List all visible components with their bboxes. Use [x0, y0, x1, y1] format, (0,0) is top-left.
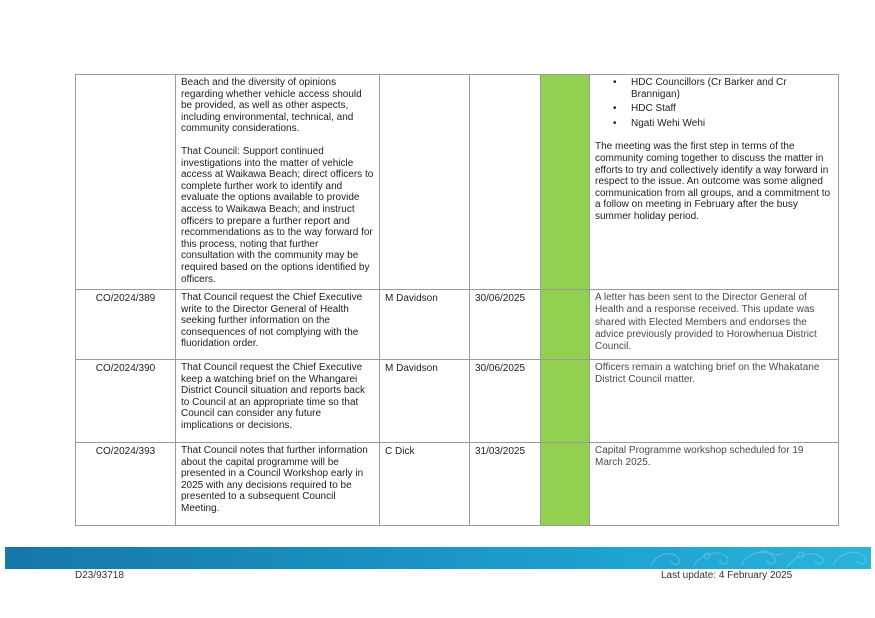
officer-cell: M Davidson — [379, 289, 470, 361]
resolution-text: That Council request the Chief Executive… — [181, 292, 363, 350]
update-cell: Officers remain a watching brief on the … — [589, 359, 839, 444]
footer-band — [5, 547, 871, 569]
document-reference: D23/93718 — [75, 570, 124, 581]
last-update-text: Last update: 4 February 2025 — [661, 570, 793, 581]
table-row: CO/2024/389 That Council request the Chi… — [75, 289, 839, 361]
resolution-cell: That Council request the Chief Executive… — [175, 289, 380, 361]
update-text: Capital Programme workshop scheduled for… — [595, 445, 804, 469]
list-item: • Ngati Wehi Wehi — [595, 118, 833, 130]
koru-pattern-icon — [650, 550, 867, 568]
bullet-icon: • — [613, 103, 617, 115]
action-id-cell: CO/2024/390 — [75, 359, 176, 444]
officer-cell: M Davidson — [379, 359, 470, 444]
update-text: The meeting was the first step in terms … — [595, 141, 831, 222]
update-cell: A letter has been sent to the Director G… — [589, 289, 839, 361]
status-indicator — [540, 73, 590, 291]
resolution-cell: That Council notes that further informat… — [175, 442, 380, 527]
update-cell: • HDC Councillors (Cr Barker and Cr Brann… — [589, 73, 839, 291]
update-cell: Capital Programme workshop scheduled for… — [589, 442, 839, 527]
action-id-cell — [75, 73, 176, 291]
resolution-cell: That Council request the Chief Executive… — [175, 359, 380, 444]
status-indicator — [540, 442, 590, 527]
update-text: A letter has been sent to the Director G… — [595, 292, 817, 352]
resolution-text: That Council: Support continued investig… — [181, 145, 374, 285]
action-id-cell: CO/2024/393 — [75, 442, 176, 527]
attendee-text: HDC Staff — [631, 103, 676, 115]
table-row: CO/2024/393 That Council notes that furt… — [75, 442, 839, 527]
due-date-cell: 30/06/2025 — [469, 289, 541, 361]
resolution-text: That Council request the Chief Executive… — [181, 362, 365, 432]
actions-table: Beach and the diversity of opinions rega… — [75, 73, 839, 527]
resolution-text: That Council notes that further informat… — [181, 445, 368, 515]
resolution-cell: Beach and the diversity of opinions rega… — [175, 73, 380, 291]
list-item: • HDC Councillors (Cr Barker and Cr Brann… — [595, 77, 833, 100]
action-id-cell: CO/2024/389 — [75, 289, 176, 361]
bullet-icon: • — [613, 77, 617, 88]
bullet-icon: • — [613, 117, 617, 129]
list-item: • HDC Staff — [595, 103, 833, 115]
table-row: Beach and the diversity of opinions rega… — [75, 73, 839, 291]
attendee-text: HDC Councillors (Cr Barker and Cr Branni… — [631, 77, 787, 100]
resolution-text: Beach and the diversity of opinions rega… — [181, 77, 362, 135]
attendee-text: Ngati Wehi Wehi — [631, 117, 706, 129]
attendee-list: • HDC Councillors (Cr Barker and Cr Brann… — [595, 77, 833, 129]
status-indicator — [540, 359, 590, 444]
due-date-cell: 31/03/2025 — [469, 442, 541, 527]
due-date-cell — [469, 73, 541, 291]
update-text: Officers remain a watching brief on the … — [595, 362, 820, 386]
due-date-cell: 30/06/2025 — [469, 359, 541, 444]
status-indicator — [540, 289, 590, 361]
officer-cell: C Dick — [379, 442, 470, 527]
officer-cell — [379, 73, 470, 291]
table-row: CO/2024/390 That Council request the Chi… — [75, 359, 839, 444]
